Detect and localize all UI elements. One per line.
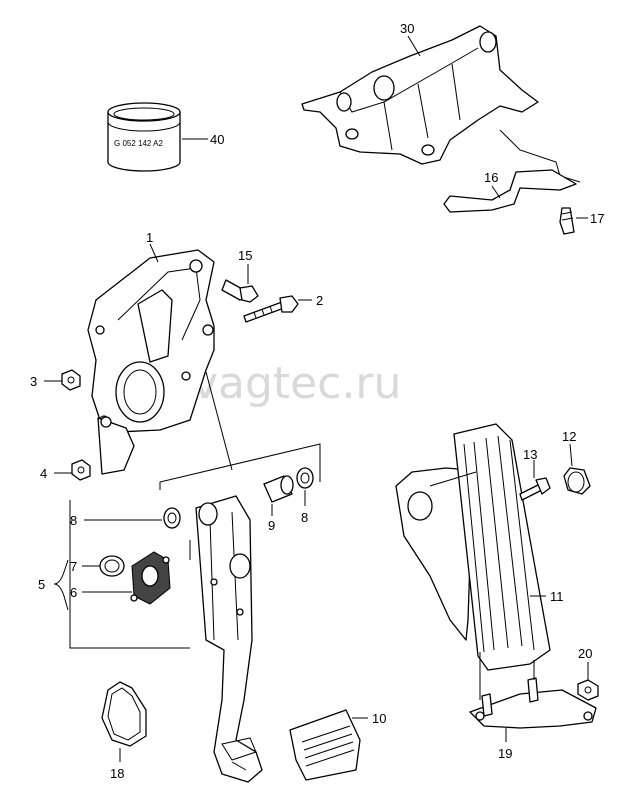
callout-10: 10: [372, 711, 386, 726]
callout-30: 30: [400, 21, 414, 36]
callout-5: 5: [38, 577, 45, 592]
part-20-nut: [577, 679, 599, 701]
callout-3: 3: [30, 374, 37, 389]
callout-16: 16: [484, 170, 498, 185]
part-6-bearing: [130, 551, 171, 605]
callout-40: 40: [210, 132, 224, 147]
part-9-spacer: [263, 475, 294, 503]
part-7-ring: [99, 555, 125, 577]
callout-12: 12: [562, 429, 576, 444]
callout-8-right: 8: [301, 510, 308, 525]
part-15-bolt: [221, 279, 259, 303]
part-1-pedal-bracket: [87, 249, 215, 475]
callout-6: 6: [70, 585, 77, 600]
part-16-bracket-wire: [443, 129, 581, 213]
brake-pedal-arm: [195, 495, 263, 783]
callout-17: 17: [590, 211, 604, 226]
part-8-bushing-right: [296, 467, 314, 489]
callout-1: 1: [146, 230, 153, 245]
watermark: vagtec.ru: [192, 358, 401, 409]
part-40-sleeve: G 052 142 A2: [107, 102, 181, 172]
callout-19: 19: [498, 746, 512, 761]
callout-2: 2: [316, 293, 323, 308]
callout-15: 15: [238, 248, 252, 263]
callout-8-left: 8: [70, 513, 77, 528]
callout-18: 18: [110, 766, 124, 781]
part-17-bolt: [559, 207, 575, 235]
part-18-seal: [101, 681, 147, 747]
part-13-bolt: [519, 477, 551, 501]
part-19-base-plate: [469, 677, 597, 729]
callout-13: 13: [523, 447, 537, 462]
callout-4: 4: [40, 466, 47, 481]
callout-20: 20: [578, 646, 592, 661]
part-12-cap: [563, 467, 591, 495]
sleeve-marking: G 052 142 A2: [114, 139, 163, 148]
part-10-pedal-pad: [289, 709, 361, 781]
part-4-nut: [71, 459, 91, 481]
callout-7: 7: [70, 559, 77, 574]
part-2-bolt: [243, 295, 299, 323]
callout-11: 11: [550, 589, 564, 604]
part-8-bushing-left: [163, 507, 181, 529]
part-30-bracket: [301, 25, 539, 165]
part-3-nut: [61, 369, 81, 391]
callout-9: 9: [268, 518, 275, 533]
part-11-accelerator-pedal: [395, 423, 551, 671]
